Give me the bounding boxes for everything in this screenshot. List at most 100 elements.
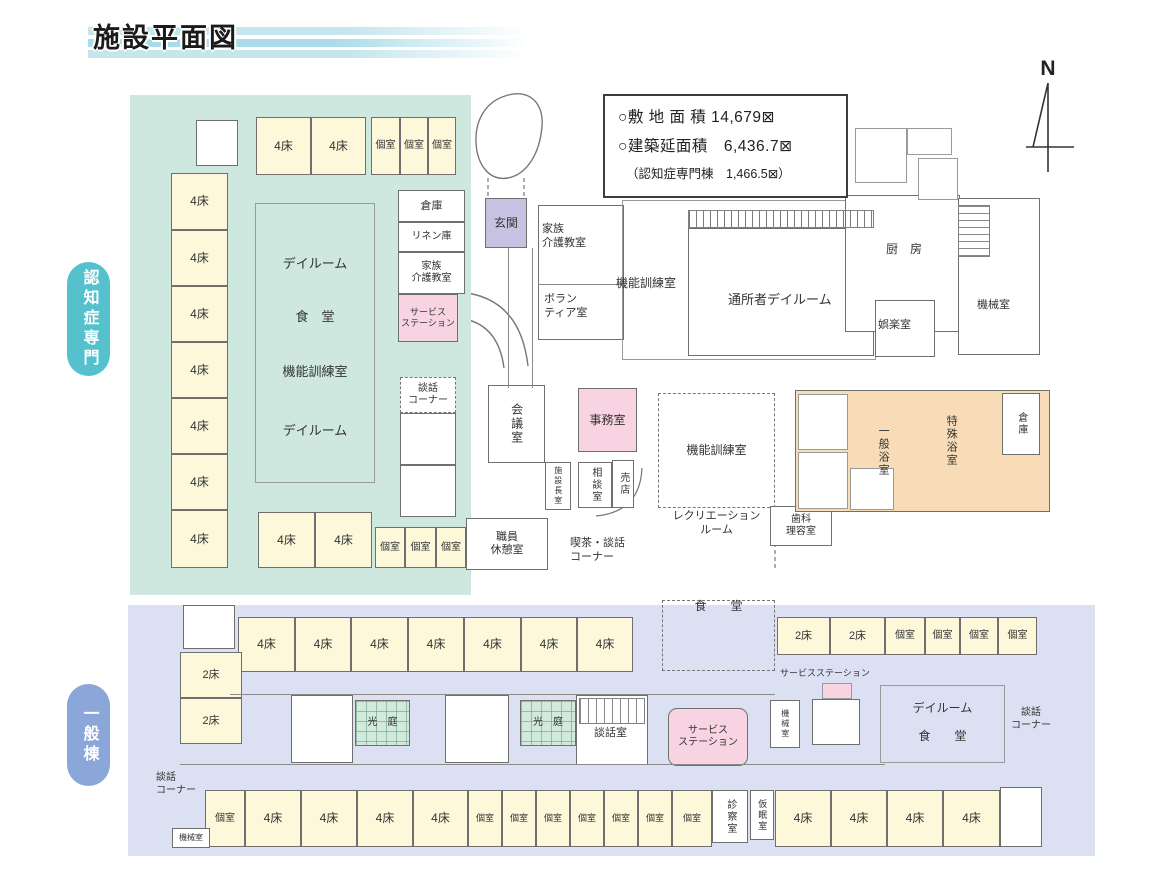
room-office: 事務室 xyxy=(578,388,637,452)
room-small xyxy=(855,128,907,183)
room-4bed: 4床 xyxy=(256,117,311,175)
room-4bed-label: 4床 xyxy=(190,250,209,265)
room-light-garden: 光 庭 xyxy=(355,700,410,746)
hall-dayroom-outline xyxy=(255,203,375,483)
room-service-station-1-label: サービス ステーション xyxy=(401,307,455,328)
room-utility xyxy=(400,413,456,465)
title-stripe xyxy=(88,27,528,35)
room-private: 個室 xyxy=(375,527,405,568)
label-visitor-dayroom: 通所者デイルーム xyxy=(728,292,832,307)
label-training-1: 機能訓練室 xyxy=(282,364,348,379)
room-consult-label: 相談室 xyxy=(589,467,601,503)
canopy-connector-lines xyxy=(487,178,525,198)
room-4bed: 4床 xyxy=(301,790,357,847)
room-4bed: 4床 xyxy=(171,230,228,286)
corridor-wall xyxy=(230,694,775,695)
room-private: 個室 xyxy=(998,617,1037,655)
label-talk-corner-br: 談話 コーナー xyxy=(1011,707,1051,731)
room-private: 個室 xyxy=(468,790,502,847)
room-private-label: 個室 xyxy=(475,813,494,824)
corridor-wall xyxy=(532,248,533,388)
label-training-center: 機能訓練室 xyxy=(616,276,677,290)
room-private: 個室 xyxy=(885,617,925,655)
room-private-label: 個室 xyxy=(380,541,400,553)
room-4bed-label: 4床 xyxy=(962,811,981,826)
room-visitor-dayroom xyxy=(688,228,874,356)
room-family-care-1-label: 家族 介護教室 xyxy=(411,261,452,284)
room-light-garden: 光 庭 xyxy=(520,700,576,746)
room-storage-right: 倉庫 xyxy=(1002,393,1040,455)
room-private-label: 個室 xyxy=(1007,630,1028,642)
room-2bed-label: 2床 xyxy=(794,629,813,642)
room-entrance: 玄関 xyxy=(485,198,527,248)
room-4bed: 4床 xyxy=(171,510,228,568)
room-light-garden-label: 光 庭 xyxy=(533,717,563,729)
room-recreation-small xyxy=(875,300,935,357)
room-4bed: 4床 xyxy=(295,617,351,672)
room-4bed-label: 4床 xyxy=(793,811,813,826)
room-director: 施設長室 xyxy=(545,462,571,510)
badge-general-label: 一般棟 xyxy=(80,705,98,765)
room-toilet xyxy=(196,120,238,166)
room-consult: 相談室 xyxy=(578,462,612,508)
label-dayroom-2: デイルーム xyxy=(282,423,348,438)
entrance-canopy-shape xyxy=(475,93,543,179)
room-small xyxy=(907,128,952,155)
room-4bed-label: 4床 xyxy=(190,418,209,433)
room-storage: 倉庫 xyxy=(398,190,465,222)
label-family-care-2: 家族 介護教室 xyxy=(542,223,586,250)
room-4bed: 4床 xyxy=(171,398,228,454)
room-4bed-label: 4床 xyxy=(426,637,446,652)
room-4bed: 4床 xyxy=(775,790,831,847)
room-private: 個室 xyxy=(925,617,960,655)
label-recreation-room: レクリエーション ルーム xyxy=(672,510,761,537)
room-private: 個室 xyxy=(405,527,436,568)
room-meeting-label: 会議室 xyxy=(509,403,524,445)
region-dining-dashed xyxy=(662,600,775,671)
room-end-block xyxy=(1000,787,1042,847)
label-special-bath: 特殊浴室 xyxy=(945,415,958,467)
room-private-label: 個室 xyxy=(969,630,989,642)
room-private: 個室 xyxy=(436,527,466,568)
room-4bed-label: 4床 xyxy=(375,811,395,826)
room-private-label: 個室 xyxy=(932,630,953,642)
room-shop: 売店 xyxy=(612,460,634,508)
room-4bed: 4床 xyxy=(408,617,464,672)
room-2bed: 2床 xyxy=(180,698,242,744)
room-private-label: 個室 xyxy=(577,813,596,824)
dementia-wing-area: （認知症専門棟 1,466.5⊠） xyxy=(626,167,791,181)
room-director-label: 施設長室 xyxy=(553,466,563,506)
room-4bed: 4床 xyxy=(413,790,468,847)
label-recreation-small: 娯楽室 xyxy=(878,319,911,331)
north-compass: N xyxy=(1026,57,1074,172)
room-4bed: 4床 xyxy=(831,790,887,847)
room-machine-v-label: 機械室 xyxy=(780,709,790,739)
label-kitchen: 厨 房 xyxy=(886,242,923,256)
room-private-label: 個室 xyxy=(215,812,235,824)
room-machine-v: 機械室 xyxy=(770,700,800,748)
room-4bed-label: 4床 xyxy=(319,811,339,826)
room-sub xyxy=(798,452,848,509)
room-dental-barber: 歯科 理容室 xyxy=(770,506,832,546)
room-private-label: 個室 xyxy=(375,140,396,152)
room-private: 個室 xyxy=(672,790,712,847)
room-shop-label: 売店 xyxy=(617,472,629,496)
room-2bed: 2床 xyxy=(777,617,830,655)
room-4bed: 4床 xyxy=(315,512,372,568)
room-storage-right-label: 倉庫 xyxy=(1015,412,1027,436)
label-dayroom-br: デイルーム xyxy=(912,701,973,715)
room-2bed-label: 2床 xyxy=(202,668,220,681)
room-private-label: 個室 xyxy=(543,813,562,824)
room-2bed: 2床 xyxy=(180,652,242,698)
room-4bed-label: 4床 xyxy=(190,194,209,209)
label-dining-br: 食 堂 xyxy=(918,729,967,743)
stairs xyxy=(579,698,645,724)
room-office-label: 事務室 xyxy=(589,412,626,427)
room-sub xyxy=(850,468,894,510)
room-private: 個室 xyxy=(604,790,638,847)
corridor-wall xyxy=(508,248,509,388)
room-4bed: 4床 xyxy=(171,342,228,398)
badge-dementia-label: 認知症専門 xyxy=(80,269,98,369)
stairs xyxy=(958,205,990,257)
